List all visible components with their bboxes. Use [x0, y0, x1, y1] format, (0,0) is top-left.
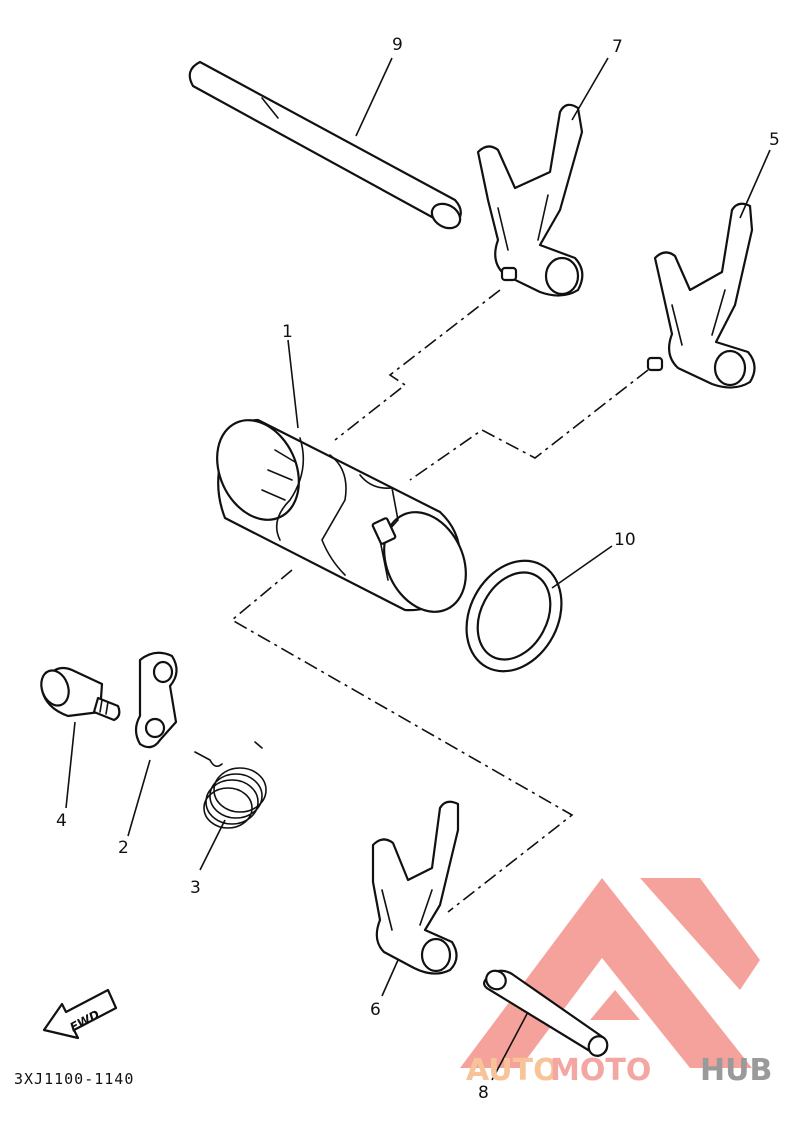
callout-7: 7	[612, 37, 623, 57]
shift-fork-5	[646, 202, 756, 389]
callout-5: 5	[769, 130, 780, 150]
drawing-code: 3XJ1100-1140	[14, 1070, 134, 1088]
torsion-spring	[194, 741, 267, 829]
callout-10: 10	[614, 530, 636, 550]
watermark-hub: HUB	[700, 1053, 772, 1088]
shift-fork-shaft	[188, 60, 462, 230]
watermark-moto: MOTO	[550, 1053, 651, 1088]
chain-line-fork6	[230, 569, 574, 913]
chain-line-fork7	[334, 289, 501, 441]
stopper-lever	[134, 651, 178, 749]
callout-6: 6	[370, 1000, 381, 1020]
watermark-auto: AUTO	[466, 1053, 559, 1088]
washer	[465, 559, 563, 673]
fwd-arrow: FWD	[42, 988, 118, 1040]
watermark-text: AUTO MOTO HUB	[466, 1053, 772, 1088]
callout-9: 9	[392, 35, 403, 55]
callout-1: 1	[282, 322, 293, 342]
callout-4: 4	[56, 811, 67, 831]
shift-drum	[216, 418, 467, 613]
callout-2: 2	[118, 838, 129, 858]
callout-8: 8	[478, 1083, 489, 1103]
watermark-logo	[460, 878, 760, 1068]
bolt	[40, 666, 121, 722]
chain-line-fork5	[409, 369, 649, 481]
callout-3: 3	[190, 878, 201, 898]
leader-lines	[65, 57, 771, 1081]
assembly-lines	[230, 289, 649, 913]
shift-fork-6	[371, 800, 460, 975]
dowel-pin	[483, 969, 609, 1058]
callout-numbers: 9 7 5 1 10 4 2 3 6 8	[56, 35, 780, 1103]
shift-fork-7	[476, 103, 584, 297]
